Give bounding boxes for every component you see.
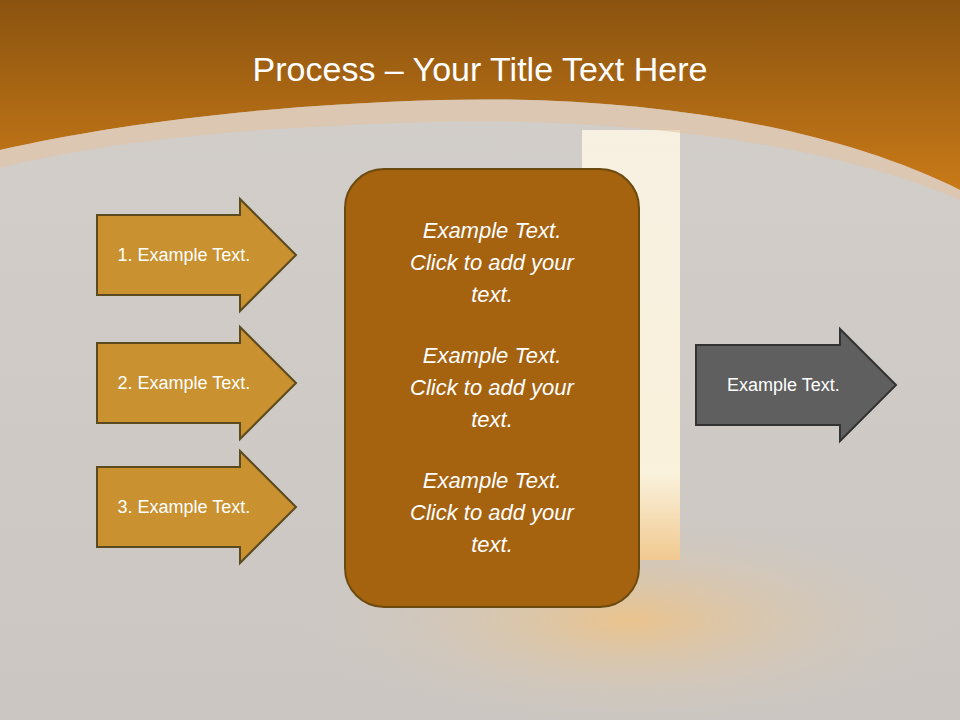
process-box: Example Text. Click to add your text. Exa…: [344, 168, 640, 608]
box-text: Example Text. Click to add your text.: [410, 340, 575, 436]
slide-title: Process – Your Title Text Here: [0, 50, 960, 89]
box-text: Example Text. Click to add your text.: [410, 465, 575, 561]
arrow-label: Example Text.: [727, 375, 840, 396]
step-arrow: 3. Example Text.: [96, 450, 297, 564]
header-band: [0, 0, 960, 190]
arrow-shape: [97, 199, 296, 311]
arrow-label: 3. Example Text.: [118, 497, 251, 518]
step-arrow: 2. Example Text.: [96, 326, 297, 440]
arrow-label: 2. Example Text.: [118, 373, 251, 394]
box-text: Example Text. Click to add your text.: [410, 215, 575, 311]
arrow-shape: [97, 327, 296, 439]
arrow-shape: [696, 329, 896, 441]
result-arrow: Example Text.: [695, 328, 897, 442]
arrow-shape: [97, 451, 296, 563]
step-arrow: 1. Example Text.: [96, 198, 297, 312]
arrow-label: 1. Example Text.: [118, 245, 251, 266]
